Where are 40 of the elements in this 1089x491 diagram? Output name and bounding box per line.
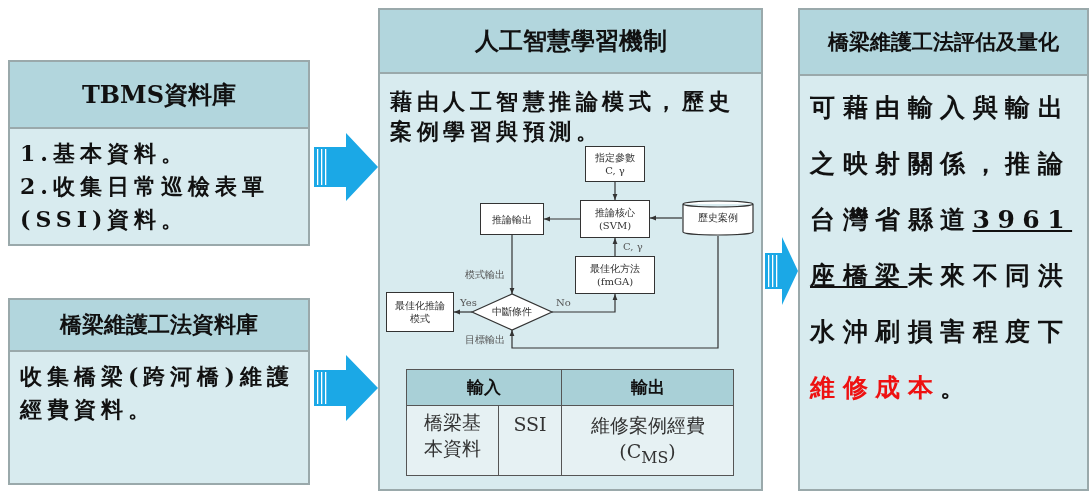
arrow — [509, 234, 515, 295]
arrow — [543, 216, 581, 222]
edge-label: 模式輸出 — [464, 268, 506, 282]
arrow — [453, 309, 473, 315]
edge-label: No — [555, 297, 572, 308]
list-item: 2.收集日常巡檢表單 (SSI)資料。 — [20, 172, 270, 234]
arrow — [509, 235, 719, 349]
description-text: 藉由人工智慧推論模式，歷史案例學習與預測。 — [390, 87, 736, 146]
description-text: 可藉由輸入與輸出之映射關係，推論台灣省縣道 3961座橋梁 未來不同洪水沖刷損害程度下 維修成本。 — [810, 92, 1074, 404]
process-box: 指定參數 C, γ — [585, 146, 645, 182]
process-box: 最佳化推論模式 — [386, 292, 454, 332]
block-arrow — [314, 355, 378, 421]
list-item: 收集橋梁(跨河橋)維護經費資料。 — [20, 362, 295, 424]
panel — [798, 8, 1089, 491]
table-header-cell: 輸出 — [561, 369, 734, 406]
table-header-cell: 輸入 — [406, 369, 562, 406]
table-cell: 維修案例經費 (C$_{MS}$) — [561, 405, 734, 476]
table-cell: 橋梁基本資料 — [406, 405, 499, 476]
arrow — [649, 215, 683, 221]
edge-label: C, γ — [622, 241, 644, 252]
panel — [8, 298, 310, 485]
panel-header: TBMS資料庫 — [10, 62, 308, 129]
panel-header: 人工智慧學習機制 — [380, 10, 761, 74]
block-arrow — [765, 237, 798, 305]
block-arrow — [314, 133, 378, 201]
arrow — [612, 181, 618, 201]
process-box: 推論輸出 — [480, 203, 544, 235]
list-item: 1.基本資料。 — [20, 139, 189, 168]
panel — [8, 60, 310, 246]
panel-header: 橋梁維護工法資料庫 — [10, 300, 308, 352]
arrow — [612, 237, 618, 257]
panel — [378, 8, 763, 491]
process-box: 推論核心 (SVM) — [580, 200, 650, 238]
process-box: 最佳化方法 (fmGA) — [575, 256, 655, 294]
panel-header: 橋梁維護工法評估及量化 — [800, 10, 1087, 76]
arrow — [551, 293, 618, 313]
database-cylinder: 歷史案例 — [682, 200, 754, 236]
edge-label: 目標輸出 — [464, 333, 506, 347]
table-cell: SSI — [498, 405, 562, 476]
edge-label: Yes — [459, 297, 478, 308]
